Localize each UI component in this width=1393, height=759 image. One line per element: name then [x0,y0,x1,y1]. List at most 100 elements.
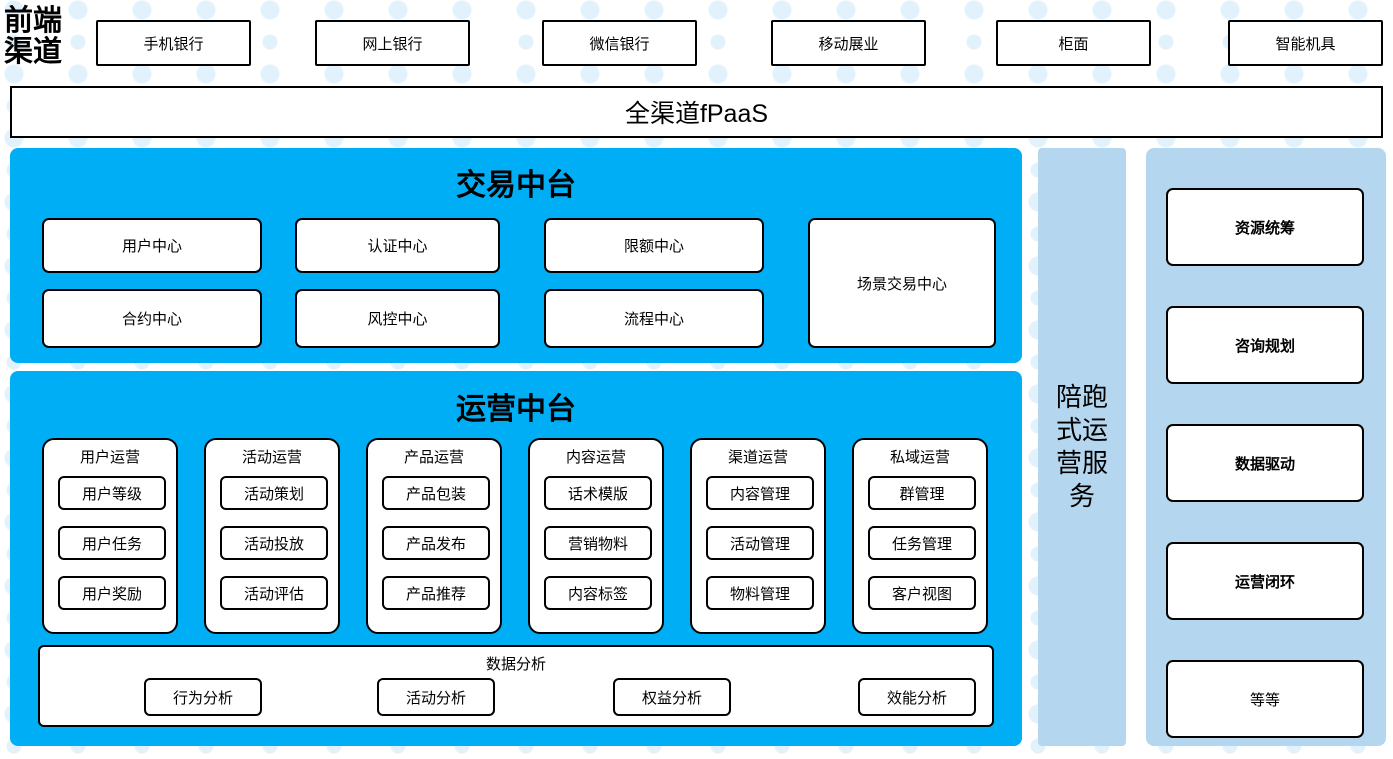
operation-item[interactable]: 任务管理 [868,526,976,560]
channel-box[interactable]: 网上银行 [315,20,470,66]
channel-box[interactable]: 微信银行 [542,20,697,66]
operation-item[interactable]: 营销物料 [544,526,652,560]
operation-item[interactable]: 产品包装 [382,476,490,510]
operation-item[interactable]: 用户奖励 [58,576,166,610]
front-channel-row: 前端 渠道 手机银行 网上银行 微信银行 移动展业 柜面 智能机具 [0,6,1393,72]
trade-center-title: 交易中台 [456,169,576,202]
capability-box-label: 咨询规划 [1234,337,1295,355]
channel-box-label: 网上银行 [362,35,423,53]
trade-center-box[interactable]: 风控中心 [295,289,500,348]
operation-item-label: 活动评估 [243,585,304,603]
capability-box[interactable]: 运营闭环 [1166,542,1364,620]
operation-column-title: 活动运营 [241,449,302,466]
accompanying-operation-service-column: 陪跑式运营服务 [1038,148,1126,746]
trade-center-box-label: 限额中心 [623,238,684,255]
front-channel-label: 前端 渠道 [4,6,84,68]
operation-item-label: 用户奖励 [81,585,142,603]
data-analysis-box[interactable]: 权益分析 [613,678,731,716]
channel-box-label: 微信银行 [589,35,650,53]
operation-column-title: 用户运营 [79,449,140,466]
operation-item[interactable]: 用户等级 [58,476,166,510]
capability-box-label: 资源统筹 [1234,219,1295,237]
capability-box[interactable]: 等等 [1166,660,1364,738]
operation-item[interactable]: 活动管理 [706,526,814,560]
operation-column-title: 内容运营 [565,449,626,466]
trade-center-box[interactable]: 用户中心 [42,218,262,273]
capability-box-label: 等等 [1249,691,1280,709]
operation-item-label: 活动策划 [243,485,304,503]
operation-item-label: 活动管理 [729,535,790,553]
capability-box[interactable]: 资源统筹 [1166,188,1364,266]
trade-center-box-label: 流程中心 [623,311,684,328]
operation-item[interactable]: 客户视图 [868,576,976,610]
operation-item[interactable]: 活动投放 [220,526,328,560]
operation-item[interactable]: 内容标签 [544,576,652,610]
capability-box-label: 数据驱动 [1234,455,1295,473]
data-analysis-box-label: 活动分析 [405,689,466,707]
trade-center-box[interactable]: 认证中心 [295,218,500,273]
operation-item-label: 产品发布 [405,535,466,553]
channel-box-label: 柜面 [1058,35,1089,53]
trade-center-box[interactable]: 流程中心 [544,289,764,348]
operation-column-title: 产品运营 [403,449,464,466]
operation-column-title: 私域运营 [889,449,950,466]
accompanying-operation-service-label: 陪跑式运营服务 [1055,382,1108,511]
operation-item-label: 用户任务 [81,535,142,553]
omnichannel-fpaas-label: 全渠道fPaaS [624,100,769,128]
trade-center-box[interactable]: 合约中心 [42,289,262,348]
operation-item-label: 用户等级 [81,485,142,503]
operation-item-label: 内容标签 [567,585,628,603]
data-analysis-title: 数据分析 [485,656,546,673]
operation-item[interactable]: 群管理 [868,476,976,510]
operation-item-label: 产品推荐 [405,585,466,603]
channel-box[interactable]: 智能机具 [1228,20,1383,66]
operation-column-title: 渠道运营 [727,449,788,466]
data-analysis-section: 数据分析 行为分析 活动分析 权益分析 效能分析 [38,645,994,727]
trade-center-box[interactable]: 场景交易中心 [808,218,996,348]
operation-item[interactable]: 物料管理 [706,576,814,610]
trade-center-box[interactable]: 限额中心 [544,218,764,273]
channel-box-label: 手机银行 [143,35,204,53]
channel-box[interactable]: 移动展业 [771,20,926,66]
trade-center-panel: 交易中台 用户中心 认证中心 限额中心 场景交易中心合约中心 风控中心 流程中心 [10,148,1022,363]
trade-center-box-label: 风控中心 [367,311,428,328]
capability-box-label: 运营闭环 [1234,573,1295,591]
front-channel-label-line1: 前端 [4,5,63,37]
operation-item-label: 群管理 [899,485,945,503]
operation-item[interactable]: 活动策划 [220,476,328,510]
operation-item-label: 产品包装 [405,485,466,503]
operation-item[interactable]: 活动评估 [220,576,328,610]
trade-center-box-label: 认证中心 [367,238,428,255]
operation-center-title: 运营中台 [456,393,576,426]
omnichannel-fpaas-bar[interactable]: 全渠道fPaaS [10,86,1383,138]
operation-item-label: 内容管理 [729,485,790,503]
operation-item[interactable]: 内容管理 [706,476,814,510]
operation-item-label: 营销物料 [567,535,628,553]
operation-item-label: 客户视图 [891,585,952,603]
channel-box[interactable]: 手机银行 [96,20,251,66]
front-channel-label-line2: 渠道 [4,36,63,68]
data-analysis-box[interactable]: 效能分析 [858,678,976,716]
data-analysis-box[interactable]: 行为分析 [144,678,262,716]
channel-box-label: 智能机具 [1275,35,1336,53]
operation-item[interactable]: 用户任务 [58,526,166,560]
operation-item-label: 活动投放 [243,535,304,553]
operation-item-label: 话术模版 [567,485,628,503]
channel-box-label: 移动展业 [818,35,879,53]
data-analysis-box[interactable]: 活动分析 [377,678,495,716]
operation-column: 内容运营话术模版营销物料内容标签 [528,438,664,634]
operation-item[interactable]: 话术模版 [544,476,652,510]
trade-center-box-label: 用户中心 [121,238,182,255]
operation-column: 渠道运营内容管理活动管理物料管理 [690,438,826,634]
data-analysis-box-label: 行为分析 [172,689,233,707]
operation-column: 私域运营群管理任务管理客户视图 [852,438,988,634]
operation-item[interactable]: 产品发布 [382,526,490,560]
capability-box[interactable]: 咨询规划 [1166,306,1364,384]
data-analysis-box-label: 效能分析 [886,689,947,707]
channel-box[interactable]: 柜面 [996,20,1151,66]
data-analysis-box-label: 权益分析 [641,689,702,707]
operation-item[interactable]: 产品推荐 [382,576,490,610]
capability-box[interactable]: 数据驱动 [1166,424,1364,502]
operation-item-label: 物料管理 [729,585,790,603]
